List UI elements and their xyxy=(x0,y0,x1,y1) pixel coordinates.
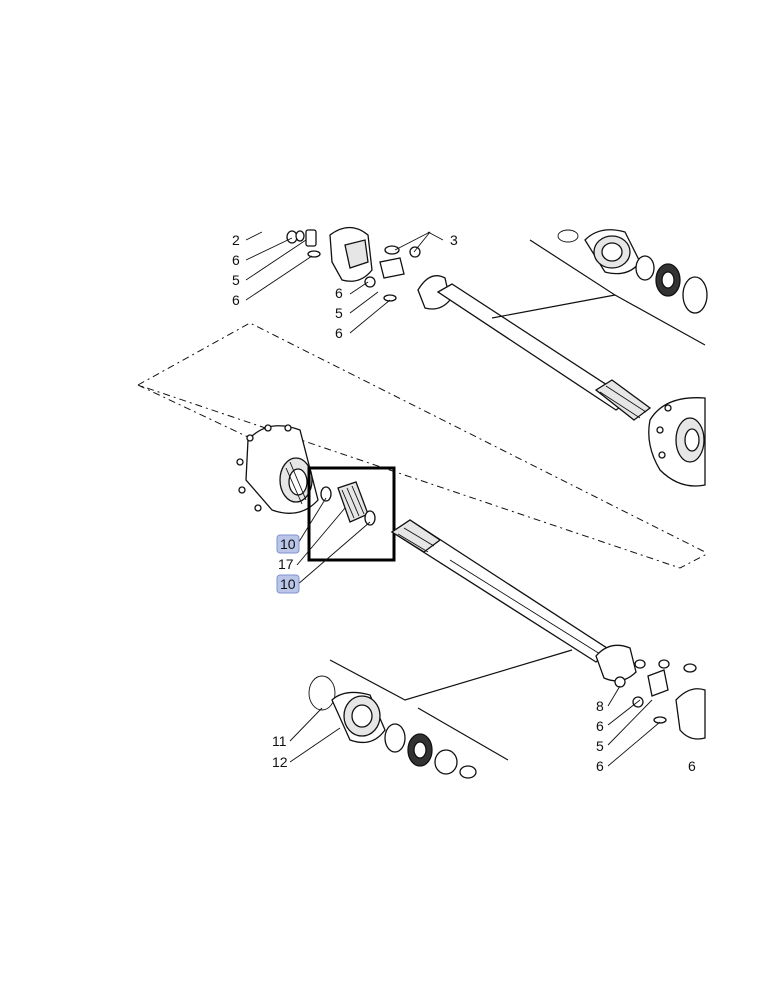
callout-6: 6 xyxy=(335,285,343,301)
callout-12: 12 xyxy=(272,754,288,770)
wheel-hub xyxy=(236,424,319,514)
lower-bearing-stack xyxy=(308,675,477,779)
leader-lines xyxy=(245,231,661,767)
callout-5: 5 xyxy=(232,272,240,288)
needle-bearing-group xyxy=(320,481,376,526)
callout-2: 2 xyxy=(232,232,240,248)
callout-8: 8 xyxy=(596,698,604,714)
upper-universal-joint xyxy=(286,226,451,310)
selection-box xyxy=(307,466,396,562)
callout-6: 6 xyxy=(688,758,696,774)
callout-11: 11 xyxy=(272,733,287,749)
callout-6: 6 xyxy=(335,325,343,341)
lower-universal-joint xyxy=(595,644,706,740)
callout-10-highlighted[interactable]: 10 xyxy=(280,536,296,552)
callout-3: 3 xyxy=(450,232,458,248)
callout-5: 5 xyxy=(596,738,604,754)
upper-bearing-stack xyxy=(557,229,708,314)
lower-drive-shaft xyxy=(390,519,612,663)
callout-6: 6 xyxy=(232,252,240,268)
callout-6: 6 xyxy=(596,718,604,734)
callout-6: 6 xyxy=(232,292,240,308)
callout-10-highlighted[interactable]: 10 xyxy=(280,576,296,592)
callout-6: 6 xyxy=(596,758,604,774)
upper-drive-shaft xyxy=(436,283,652,421)
callout-5: 5 xyxy=(335,305,343,321)
assembly-boundary xyxy=(136,322,706,569)
callout-17: 17 xyxy=(278,556,294,572)
differential-housing xyxy=(648,397,706,487)
